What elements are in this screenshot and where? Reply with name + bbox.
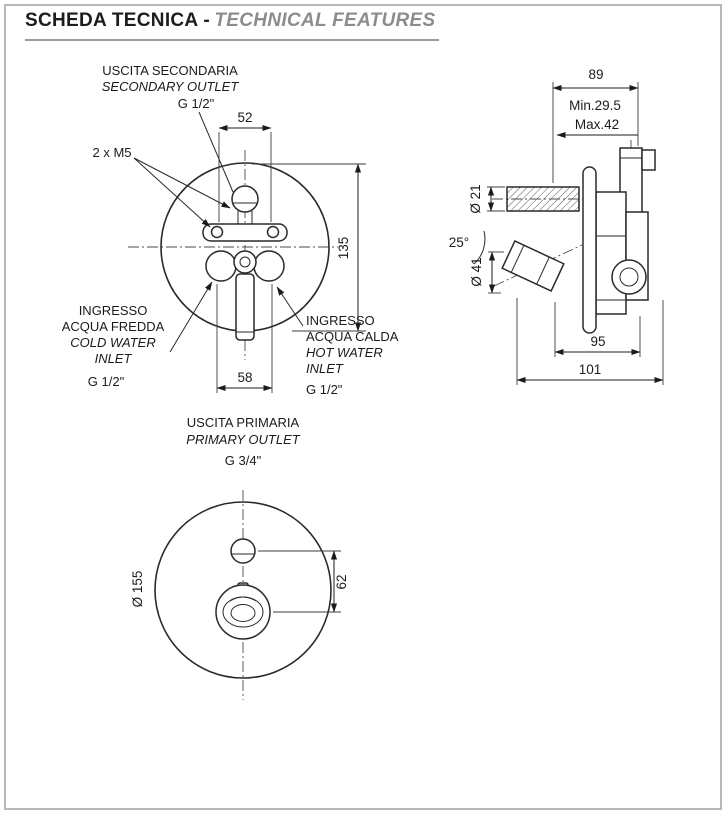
dimension-dia-21: Ø 21 [468, 184, 505, 214]
sheet-header: SCHEDA TECNICA - TECHNICAL FEATURES [25, 10, 439, 41]
sheet-title-italian: SCHEDA TECNICA - [25, 10, 210, 31]
plate-view-drawing: Ø 155 62 [130, 490, 349, 700]
secondary-outlet-callout: USCITA SECONDARIA SECONDARY OUTLET G 1/2… [102, 63, 240, 193]
hot-inlet-port [253, 250, 285, 282]
dimension-dia-41: Ø 41 [469, 251, 504, 294]
cold-leader [169, 281, 213, 353]
primary-outlet-stem [235, 273, 255, 341]
cartridge-center [233, 250, 257, 274]
secondary-outlet-pipe [506, 186, 580, 212]
secondary-outlet-leader [198, 111, 234, 193]
secondary-outlet-label-it: USCITA SECONDARIA [102, 63, 238, 78]
angle-25-label: 25° [449, 235, 469, 250]
min-label: Min.29.5 [569, 98, 621, 113]
dia-155-label: Ø 155 [130, 571, 145, 608]
dimension-135: 135 [252, 163, 366, 332]
cold-inlet-port [205, 250, 237, 282]
screws-label: 2 x M5 [92, 145, 131, 160]
plate-diverter-button [230, 538, 256, 564]
hot-leader [276, 286, 304, 327]
min-max-dimension: Min.29.5 Max.42 [556, 98, 638, 139]
primary-outlet-label-it: USCITA PRIMARIA [187, 415, 300, 430]
dimension-95: 95 [554, 302, 641, 357]
side-knob-circle [611, 259, 647, 295]
primary-outlet-size: G 3/4" [225, 453, 262, 468]
max-label: Max.42 [575, 117, 619, 132]
angle-25-arc [473, 230, 486, 265]
side-knob-inner [619, 267, 639, 287]
dimension-101: 101 [516, 298, 664, 385]
valve-crossbar [202, 223, 288, 242]
dim-95-label: 95 [590, 334, 605, 349]
angle-25-callout: 25° [449, 230, 486, 265]
screw-right [266, 225, 280, 239]
hot-label-2: ACQUA CALDA [306, 329, 399, 344]
screws-leader-1 [133, 157, 211, 228]
primary-outlet-label-en: PRIMARY OUTLET [186, 432, 300, 447]
front-view-drawing: 52 USCITA SECONDARIA SECONDARY OUTLET G … [62, 63, 399, 468]
side-view-drawing: 89 Min.29.5 Max.42 Ø 21 25° [449, 67, 664, 385]
plate-handle-knob [215, 582, 271, 640]
cold-label-4: INLET [95, 351, 133, 366]
dimension-89: 89 [552, 67, 639, 183]
dia-41-label: Ø 41 [469, 257, 484, 286]
cartridge-center-inner [239, 256, 251, 268]
screws-callout: 2 x M5 [92, 145, 231, 228]
secondary-outlet-size: G 1/2" [178, 96, 215, 111]
dim-135-label: 135 [336, 237, 351, 260]
cold-size-label: G 1/2" [88, 374, 125, 389]
cold-inlet-callout: INGRESSO ACQUA FREDDA COLD WATER INLET G… [62, 281, 213, 389]
primary-outlet-callout: USCITA PRIMARIA PRIMARY OUTLET G 3/4" [186, 415, 300, 468]
secondary-outlet-label-en: SECONDARY OUTLET [102, 79, 240, 94]
hot-label-1: INGRESSO [306, 313, 375, 328]
valve-body [595, 191, 627, 315]
dimension-62: 62 [258, 550, 349, 613]
hot-label-3: HOT WATER [306, 345, 383, 360]
dimension-52: 52 [218, 110, 272, 222]
dim-101-label: 101 [579, 362, 602, 377]
hot-inlet-callout: INGRESSO ACQUA CALDA HOT WATER INLET G 1… [276, 286, 399, 397]
cold-label-2: ACQUA FREDDA [62, 319, 165, 334]
sheet-title-english: TECHNICAL FEATURES [214, 10, 436, 31]
dia-21-label: Ø 21 [468, 184, 483, 213]
angled-inlet-pipe [501, 239, 565, 293]
dim-62-label: 62 [334, 574, 349, 589]
hot-label-4: INLET [306, 361, 344, 376]
screws-leader-2 [133, 157, 231, 209]
screw-left [210, 225, 224, 239]
hot-size-label: G 1/2" [306, 382, 343, 397]
dim-89-label: 89 [588, 67, 603, 82]
dim-58-label: 58 [237, 370, 252, 385]
cold-label-3: COLD WATER [70, 335, 155, 350]
cold-label-1: INGRESSO [79, 303, 148, 318]
secondary-outlet-port [231, 185, 259, 213]
wall-plate-side [582, 166, 597, 334]
dimension-58: 58 [216, 284, 273, 393]
dim-52-label: 52 [237, 110, 252, 125]
top-tube-fitting [641, 149, 656, 171]
